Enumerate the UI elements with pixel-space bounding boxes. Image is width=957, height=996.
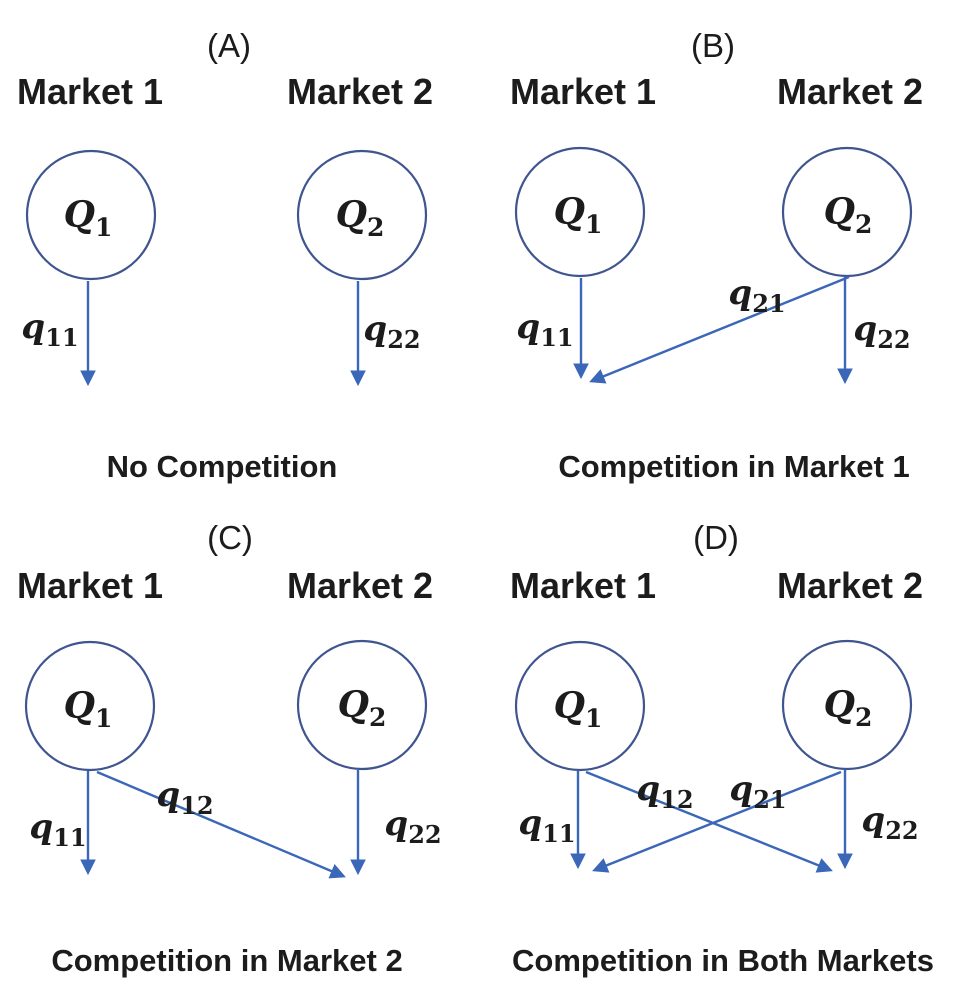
edge-label-sub: 21: [753, 785, 786, 814]
edge-label-base: q: [21, 307, 45, 347]
node-label-q1: Q1: [64, 685, 113, 733]
firm-node-circle-q1: [25, 149, 157, 281]
edge-label-sub: 22: [408, 820, 441, 849]
edge-label-q22: q22: [861, 800, 918, 845]
panel-b: (B) Market 1 Market 2 Q1 Q2 q11 q21 q22 …: [510, 27, 923, 484]
node-label-q1: Q1: [64, 194, 113, 242]
edge-label-sub: 22: [885, 816, 918, 845]
edge-label-base: q: [861, 800, 885, 840]
edge-label-q12: q12: [156, 775, 213, 820]
panel-a: (A) Market 1 Market 2 Q1 Q2 q11 q22 No C…: [17, 27, 433, 484]
node-label-sub: 2: [367, 213, 384, 242]
arrow-q21: [589, 275, 850, 384]
edge-label-sub: 11: [540, 323, 573, 352]
edge-label-sub: 12: [180, 791, 213, 820]
edge-label-base: q: [363, 309, 387, 349]
edge-label-q21: q21: [729, 769, 786, 814]
panel-tag: (A): [207, 27, 251, 64]
panel-caption: No Competition: [107, 449, 338, 484]
node-label-q2: Q2: [824, 684, 873, 732]
edge-label-base: q: [29, 807, 53, 847]
edge-label-q22: q22: [363, 309, 420, 354]
node-label-base: Q: [554, 685, 585, 727]
edge-label-q11: q11: [29, 807, 86, 852]
node-label-q2: Q2: [338, 684, 387, 732]
edge-label-sub: 11: [53, 823, 86, 852]
edge-label-sub: 21: [752, 289, 785, 318]
market1-header: Market 1: [17, 71, 163, 112]
node-label-base: Q: [824, 191, 855, 233]
firm-node-circle-q2: [781, 639, 913, 771]
edge-label-base: q: [853, 309, 877, 349]
panel-d: (D) Market 1 Market 2 Q1 Q2 q11 q12 q21 …: [510, 519, 934, 978]
market1-header: Market 1: [17, 565, 163, 606]
panel-caption: Competition in Market 2: [51, 943, 402, 978]
edge-label-q11: q11: [21, 307, 78, 352]
edge-label-base: q: [636, 769, 660, 809]
firm-node-circle-q2: [781, 146, 913, 278]
edge-label-q12: q12: [636, 769, 693, 814]
edge-label-sub: 11: [45, 323, 78, 352]
node-label-q1: Q1: [554, 685, 603, 733]
node-label-sub: 2: [855, 703, 872, 732]
edge-label-base: q: [518, 803, 542, 843]
edge-label-q22: q22: [384, 804, 441, 849]
panel-tag: (B): [691, 27, 735, 64]
node-label-sub: 1: [585, 210, 602, 239]
node-label-base: Q: [336, 194, 367, 236]
panel-c: (C) Market 1 Market 2 Q1 Q2 q11 q12 q22 …: [17, 519, 442, 978]
node-label-base: Q: [824, 684, 855, 726]
edge-label-q11: q11: [518, 803, 575, 848]
node-label-sub: 1: [585, 704, 602, 733]
firm-node-circle-q1: [24, 640, 156, 772]
node-label-sub: 1: [95, 704, 112, 733]
market2-header: Market 2: [287, 565, 433, 606]
edge-label-base: q: [156, 775, 180, 815]
node-label-base: Q: [64, 685, 95, 727]
market2-header: Market 2: [287, 71, 433, 112]
panel-tag: (D): [693, 519, 739, 556]
firm-node-circle-q1: [514, 640, 646, 772]
edge-label-base: q: [729, 769, 753, 809]
node-label-sub: 1: [95, 213, 112, 242]
edge-label-sub: 11: [542, 819, 575, 848]
node-label-q2: Q2: [824, 191, 873, 239]
firm-node-circle-q2: [296, 149, 428, 281]
panel-tag: (C): [207, 519, 253, 556]
firm-node-circle-q2: [296, 639, 428, 771]
arrow-q21: [592, 770, 842, 873]
panel-caption: Competition in Market 1: [558, 449, 909, 484]
arrow-q12: [96, 770, 346, 879]
market1-header: Market 1: [510, 71, 656, 112]
node-label-base: Q: [338, 684, 369, 726]
node-label-q1: Q1: [554, 191, 603, 239]
firm-node-circle-q1: [514, 146, 646, 278]
node-label-base: Q: [64, 194, 95, 236]
node-label-q2: Q2: [336, 194, 385, 242]
node-label-base: Q: [554, 191, 585, 233]
arrow-q12: [585, 770, 833, 873]
node-label-sub: 2: [369, 703, 386, 732]
edge-label-sub: 22: [387, 325, 420, 354]
edge-label-q21: q21: [728, 273, 785, 318]
edge-label-base: q: [384, 804, 408, 844]
market2-header: Market 2: [777, 71, 923, 112]
market2-header: Market 2: [777, 565, 923, 606]
panel-caption: Competition in Both Markets: [512, 943, 934, 978]
market1-header: Market 1: [510, 565, 656, 606]
edge-label-base: q: [728, 273, 752, 313]
edge-label-q11: q11: [516, 307, 573, 352]
edge-label-q22: q22: [853, 309, 910, 354]
edge-label-sub: 22: [877, 325, 910, 354]
edge-label-base: q: [516, 307, 540, 347]
edge-label-sub: 12: [660, 785, 693, 814]
node-label-sub: 2: [855, 210, 872, 239]
